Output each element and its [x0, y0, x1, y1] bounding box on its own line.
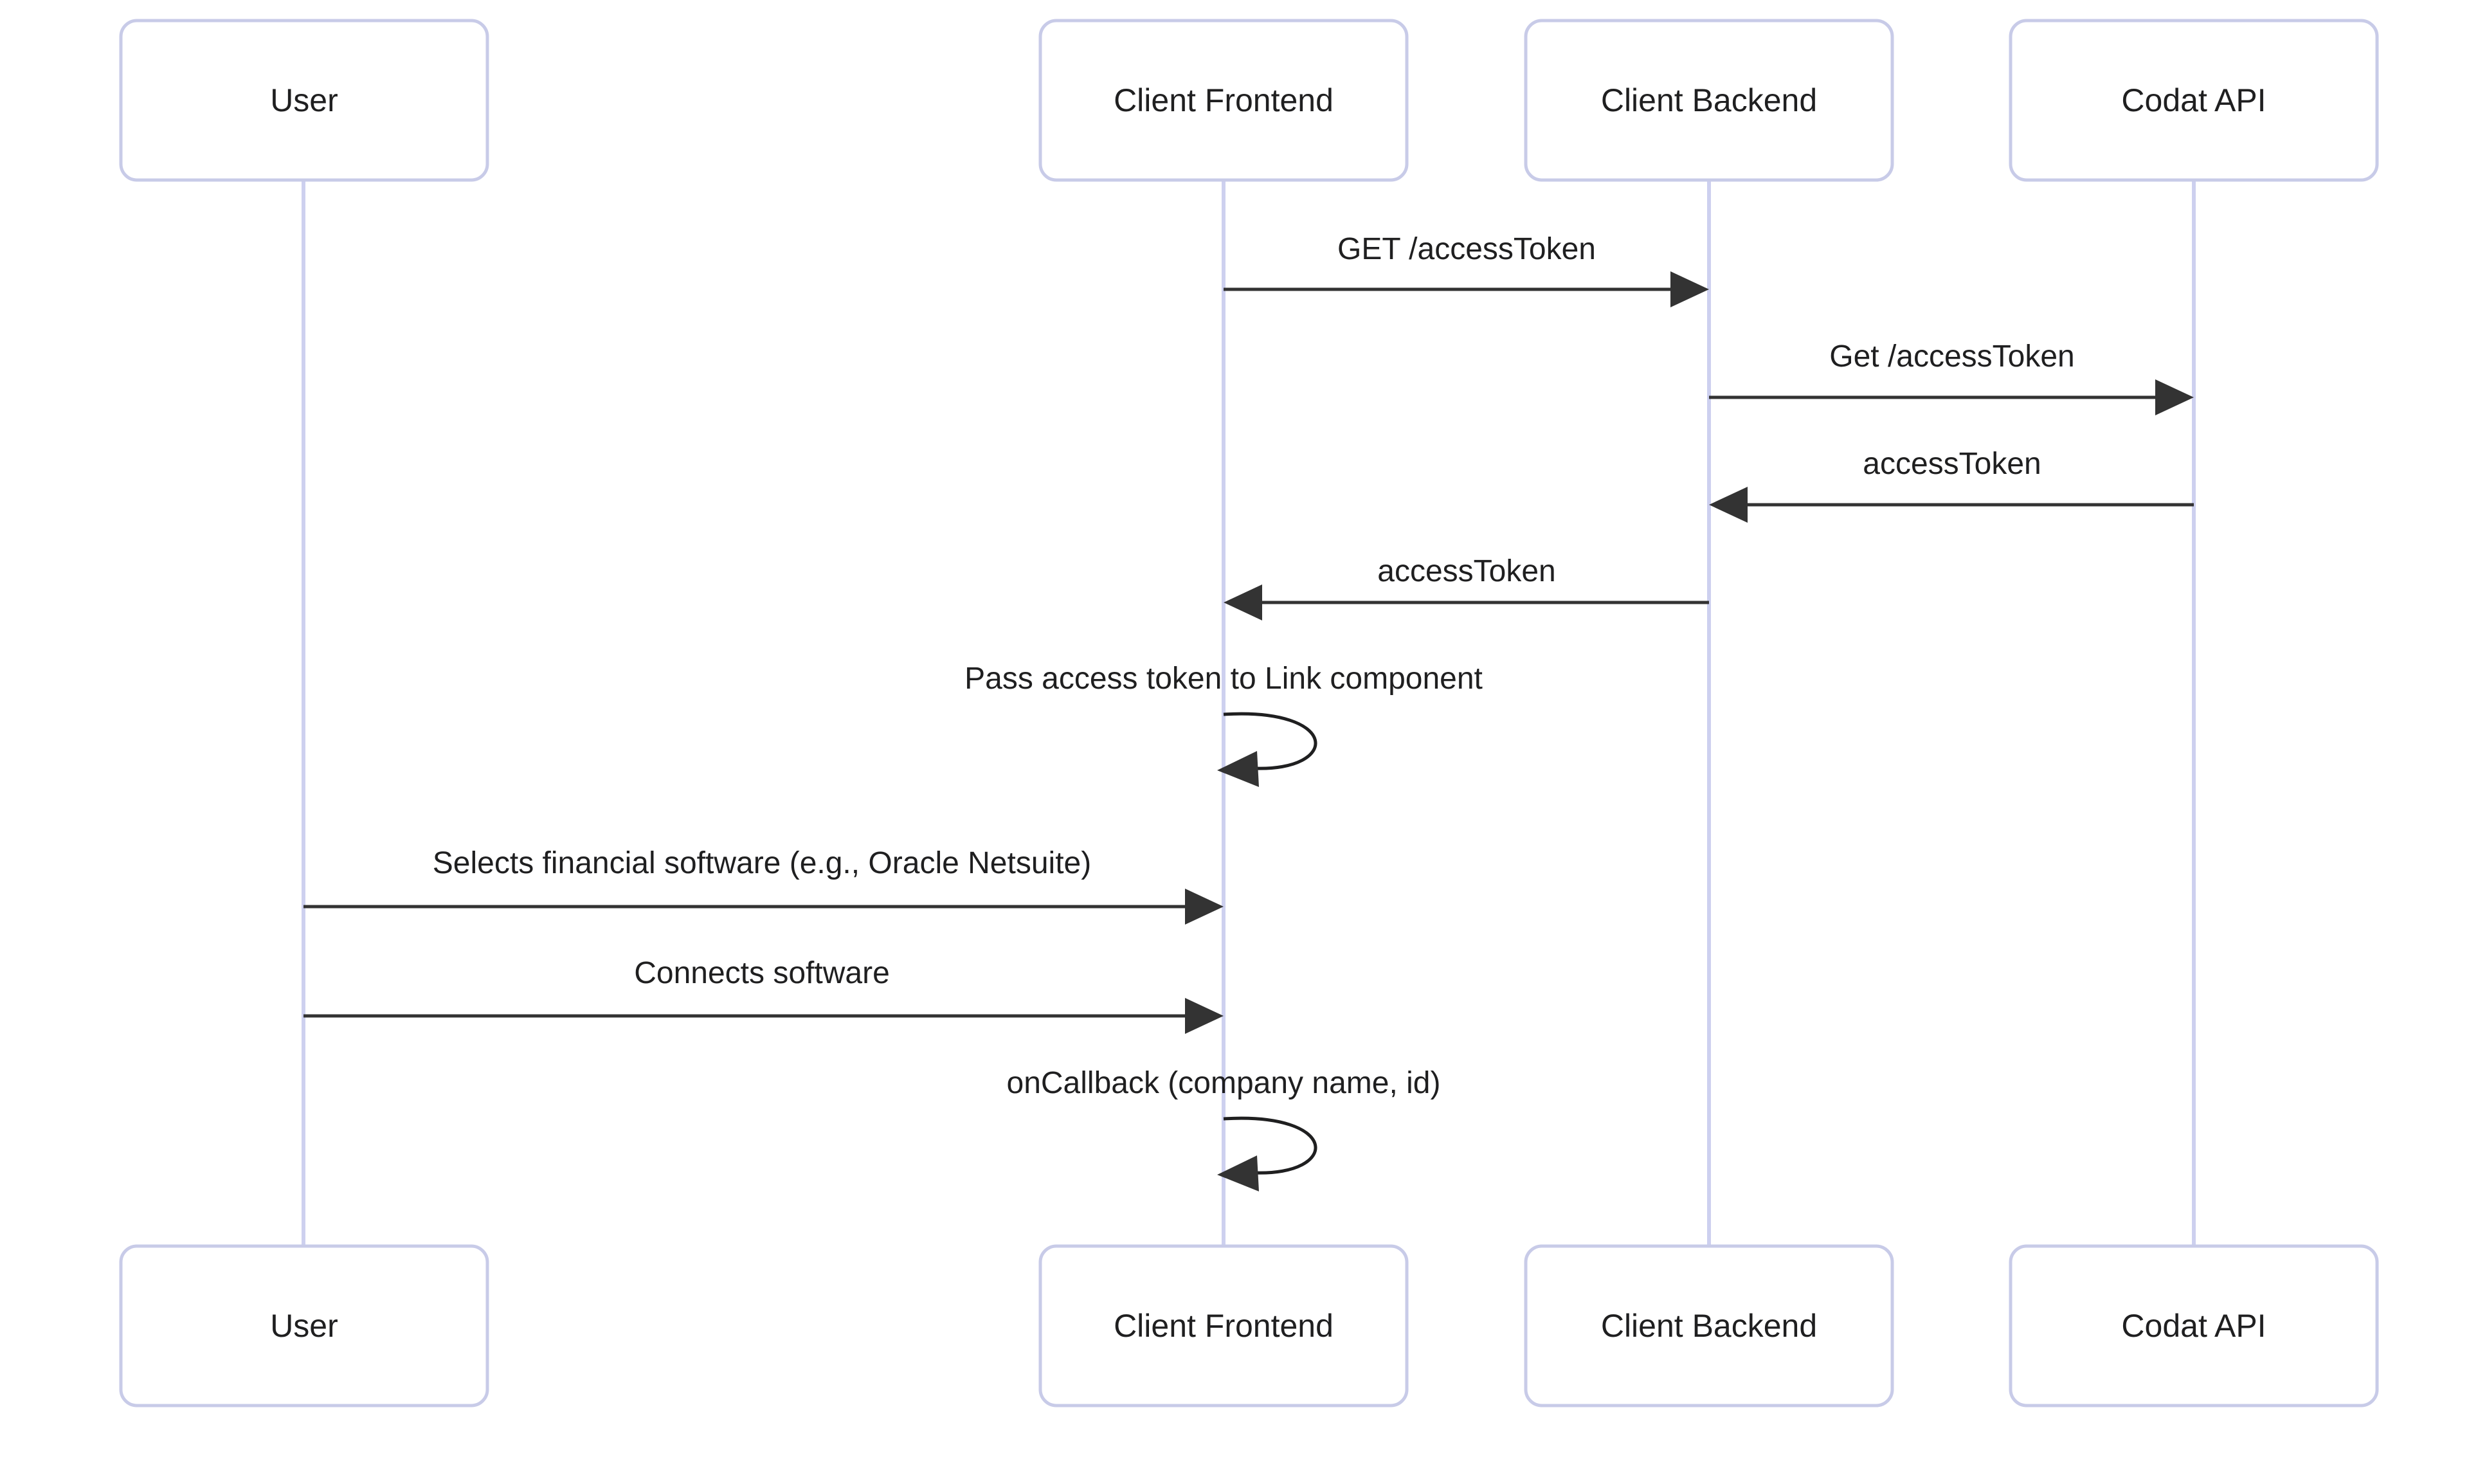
- actor-label: Client Backend: [1601, 1308, 1817, 1344]
- message-2-get-accesstoken: Get /accessToken: [1709, 339, 2194, 415]
- message-4-accesstoken: accessToken: [1224, 554, 1709, 620]
- actor-label: User: [270, 1308, 338, 1344]
- actor-rect: [2009, 19, 2379, 182]
- arrowhead-right-icon: [1185, 998, 1224, 1034]
- message-label: accessToken: [1377, 554, 1555, 588]
- arrowhead-left-icon: [1224, 584, 1262, 620]
- arrowhead-left-icon: [1217, 751, 1259, 787]
- arrowhead-left-icon: [1217, 1155, 1259, 1191]
- actor-label: Client Backend: [1601, 82, 1817, 118]
- arrowhead-left-icon: [1709, 487, 1748, 523]
- message-label: Selects financial software (e.g., Oracle…: [433, 846, 1091, 880]
- message-label: Get /accessToken: [1829, 339, 2075, 374]
- actor-rect: [1038, 1244, 1409, 1407]
- arrowhead-right-icon: [2155, 379, 2194, 415]
- lifelines: [302, 180, 2196, 1260]
- actor-label: Codat API: [2121, 1308, 2266, 1344]
- message-3-accesstoken: accessToken: [1709, 447, 2194, 523]
- actor-rect: [1524, 19, 1894, 182]
- actor-box-codat-api-bottom[interactable]: Codat API: [2009, 1244, 2379, 1407]
- actor-label: Client Frontend: [1114, 82, 1334, 118]
- message-label: Pass access token to Link component: [964, 662, 1483, 696]
- actor-label: User: [270, 82, 338, 118]
- message-8-oncallback: onCallback (company name, id): [1007, 1066, 1441, 1191]
- actor-box-user-top[interactable]: User: [119, 19, 489, 182]
- actor-rect: [2009, 1244, 2379, 1407]
- message-7-connects-software: Connects software: [303, 956, 1224, 1034]
- message-5-pass-access-token: Pass access token to Link component: [964, 662, 1483, 787]
- message-label: onCallback (company name, id): [1007, 1066, 1441, 1100]
- actor-rect: [119, 19, 489, 182]
- actor-rect: [1524, 1244, 1894, 1407]
- message-1-get-accesstoken: GET /accessToken: [1224, 232, 1709, 307]
- actor-box-client-backend-bottom[interactable]: Client Backend: [1524, 1244, 1894, 1407]
- actor-rect: [119, 1244, 489, 1407]
- arrowhead-right-icon: [1670, 271, 1709, 307]
- arrowhead-right-icon: [1185, 889, 1224, 925]
- message-label: GET /accessToken: [1337, 232, 1596, 266]
- actor-label: Client Frontend: [1114, 1308, 1334, 1344]
- self-loop-path: [1223, 712, 1317, 770]
- actor-box-client-backend-top[interactable]: Client Backend: [1524, 19, 1894, 182]
- message-label: accessToken: [1863, 447, 2041, 481]
- self-loop-path: [1223, 1116, 1317, 1175]
- message-label: Connects software: [634, 956, 890, 990]
- actor-label: Codat API: [2121, 82, 2266, 118]
- actor-box-client-frontend-bottom[interactable]: Client Frontend: [1038, 1244, 1409, 1407]
- actor-rect: [1038, 19, 1409, 182]
- message-6-selects-financial-software: Selects financial software (e.g., Oracle…: [303, 846, 1224, 925]
- actor-box-client-frontend-top[interactable]: Client Frontend: [1038, 19, 1409, 182]
- actor-box-user-bottom[interactable]: User: [119, 1244, 489, 1407]
- actor-box-codat-api-top[interactable]: Codat API: [2009, 19, 2379, 182]
